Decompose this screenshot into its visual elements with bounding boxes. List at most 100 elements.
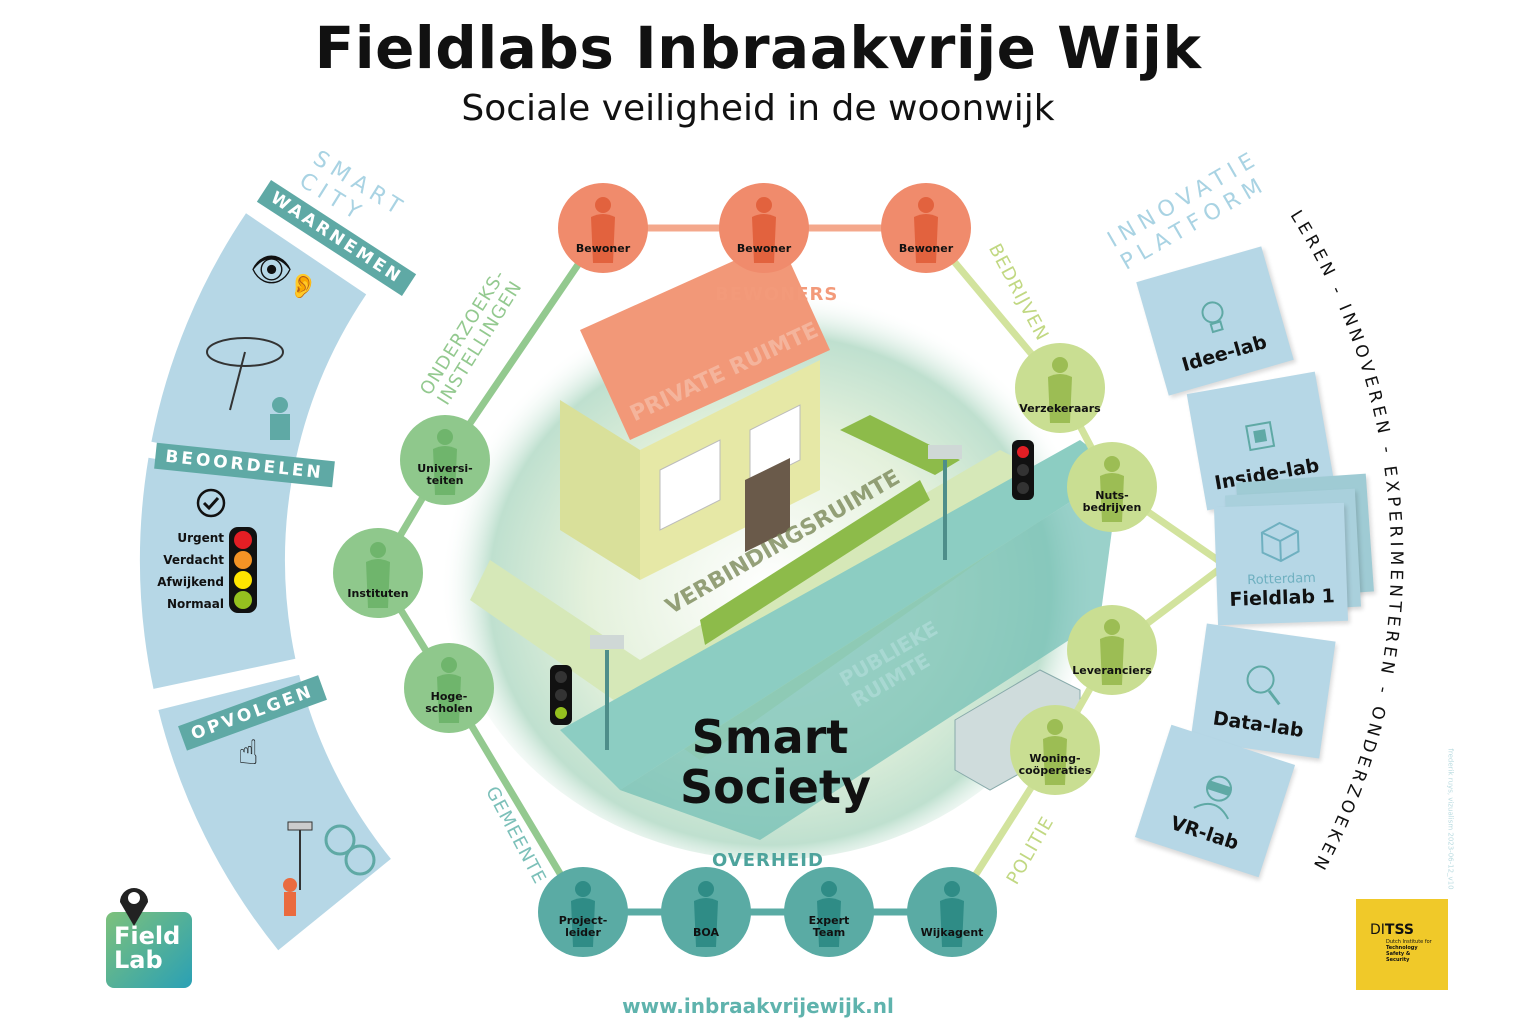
house-window [659,439,721,531]
lab-card-vr-lab[interactable]: VR-lab [1134,724,1296,878]
location-pin-icon [120,888,148,926]
node-overheid: BOA [661,867,751,957]
smart-city-panel-2 [139,457,296,689]
hedge-back [840,415,960,475]
person-silhouette-icon [752,197,776,263]
person-silhouette-icon [940,881,964,947]
page-title: Fieldlabs Inbraakvrije Wijk [314,14,1202,82]
person-silhouette-icon [914,197,938,263]
pointing-hand-icon: ☝ [238,733,259,773]
vr-headset-icon [1193,775,1233,820]
hedge [700,480,930,645]
node-label: Instituten [347,587,409,600]
node-label: Verzekeraars [1019,402,1101,415]
response-scene-icon [283,821,376,916]
node-bewoners: Bewoner [719,183,809,273]
node-label: Leveranciers [1072,664,1152,677]
node-label: BOA [693,926,719,939]
ear-icon: 👂 [288,272,318,300]
node-bedrijven: Verzekeraars [1015,343,1105,433]
level-verdacht: Verdacht [163,553,224,567]
node-onderzoek: Hoge- scholen [404,643,494,733]
person-silhouette-icon [1100,619,1124,685]
person-silhouette-icon [366,542,390,608]
node-label: Project- leider [558,914,608,939]
person-silhouette-icon [1048,357,1072,423]
fieldlab-logo: Field Lab [106,912,192,988]
house-roof [580,240,830,440]
node-label: Universi- teiten [417,462,473,487]
level-urgent: Urgent [177,531,224,545]
smart-society-label: Smart Society [680,710,871,814]
smart-city-panel-3 [158,674,391,951]
node-label: Bewoner [898,242,954,255]
website-link[interactable]: www.inbraakvrijewijk.nl [622,994,894,1018]
cube-icon [1260,521,1300,563]
lab-name: Data-lab [1211,707,1306,742]
lab-card-data-lab[interactable]: Data-lab [1190,623,1336,759]
traffic-light-icon [1012,440,1034,500]
ditss-line: Security [1386,957,1410,963]
node-overheid: Wijkagent [907,867,997,957]
traffic-light-icon [550,665,572,725]
person-silhouette-icon [591,197,615,263]
sidewalk [560,440,1120,790]
credit-text: frederik ruys, vizualism 2023-06-12_v10 [1446,748,1455,890]
node-onderzoek: Universi- teiten [400,415,490,505]
traffic-light-icon [229,527,257,613]
lab-card-inside-lab[interactable]: Inside-lab [1186,371,1336,511]
ditss-tss: TSS [1384,922,1415,938]
node-overheid: Expert Team [784,867,874,957]
node-overheid: Project- leider [538,867,628,957]
node-label: Wijkagent [920,926,984,939]
house-door [745,458,790,552]
node-label: Expert Team [808,914,850,939]
node-label: Nuts- bedrijven [1082,489,1142,514]
house-facade [640,360,820,580]
person-silhouette-icon [1100,456,1124,522]
node-bedrijven: Leveranciers [1067,605,1157,695]
bewoners-label: BEWONERS [715,284,839,305]
node-label: Hoge- scholen [425,690,473,715]
lab-name: Fieldlab 1 [1229,585,1336,611]
overheid-label: OVERHEID [712,850,824,871]
ditss-line: Dutch Institute for [1386,939,1432,945]
person-silhouette-icon [433,429,457,495]
lab-card-idee-lab[interactable]: Idee-lab [1136,246,1294,396]
node-bewoners: Bewoner [558,183,648,273]
lightbulb-icon [1201,301,1224,334]
lab-card-fieldlab-1[interactable]: Rotterdam Fieldlab 1 [1213,502,1349,626]
chip-icon [1245,421,1276,452]
sensor-lamp [928,445,962,459]
checkmark-icon [196,488,226,518]
ditss-line: Safety & [1386,951,1411,957]
fieldlab-logo-text: Field Lab [114,922,181,974]
person-silhouette-icon [437,657,461,723]
node-label: Bewoner [736,242,792,255]
person-silhouette-icon [817,881,841,947]
street [620,470,1120,840]
alert-levels: Urgent Verdacht Afwijkend Normaal [140,528,224,618]
lab-name: Idee-lab [1179,331,1270,377]
smart-city-arc [139,213,391,951]
sensor-lamp [590,635,624,649]
node-onderzoek: Instituten [333,528,423,618]
smart-city-panel-1 [151,213,367,470]
sensor-lamp-icon [206,337,290,440]
level-normaal: Normaal [166,597,224,611]
person-silhouette-icon [1043,719,1067,785]
level-afwijkend: Afwijkend [157,575,224,589]
ditss-line: Technology [1386,945,1418,951]
node-label: Bewoner [575,242,631,255]
ditss-di: DI [1370,922,1385,938]
house-side [560,400,640,580]
page-subtitle: Sociale veiligheid in de woonwijk [461,88,1055,129]
node-bedrijven: Nuts- bedrijven [1067,442,1157,532]
person-silhouette-icon [694,881,718,947]
binary-magnifier-icon [1246,665,1281,706]
person-silhouette-icon [571,881,595,947]
node-bedrijven: Woning- coöperaties [1010,705,1100,795]
node-label: Woning- coöperaties [1018,752,1092,777]
node-bewoners: Bewoner [881,183,971,273]
